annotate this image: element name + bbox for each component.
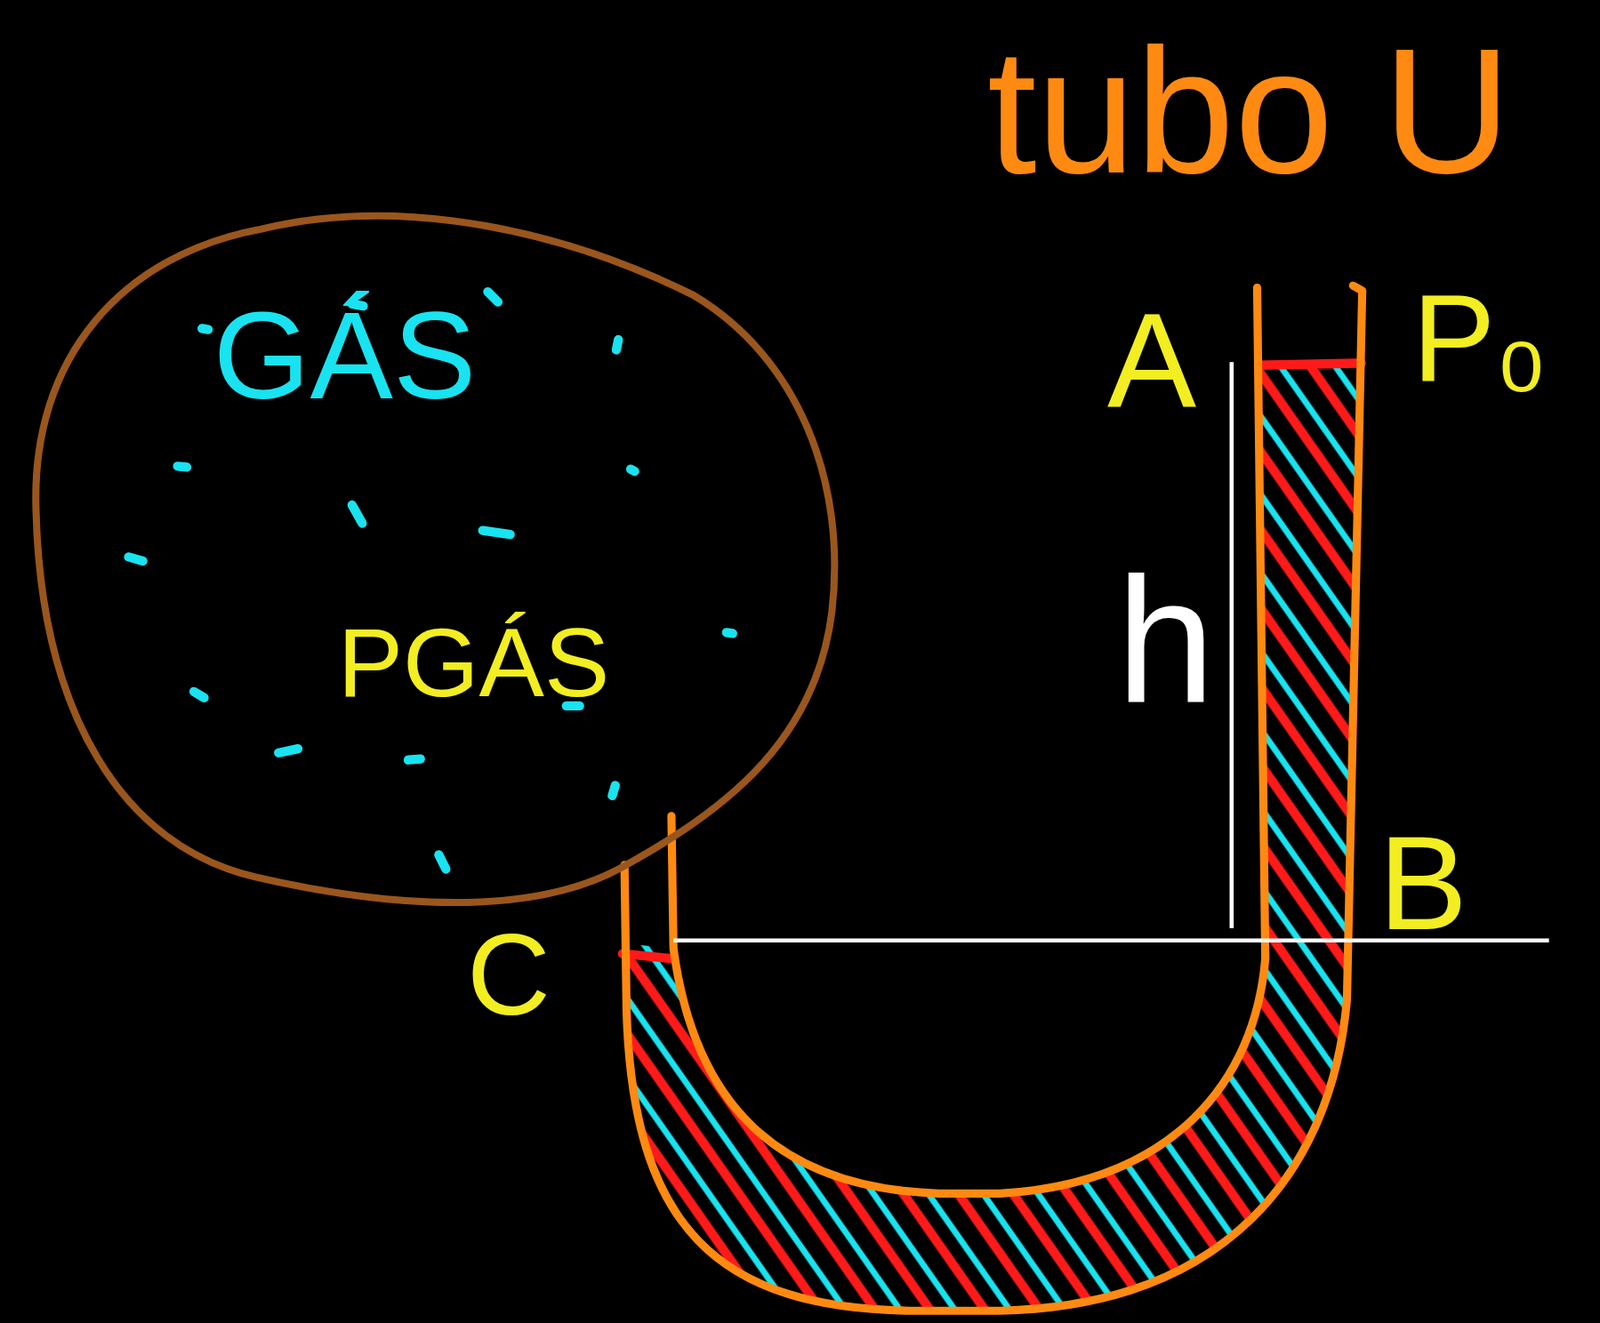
height-label: h xyxy=(1116,551,1215,730)
point-label: C xyxy=(466,916,551,1033)
title-label: tubo U xyxy=(987,22,1512,201)
manometer-liquid xyxy=(626,367,1357,1311)
point-label: B xyxy=(1378,816,1468,950)
tube-outer-wall xyxy=(624,285,1363,1311)
gas-pressure-label: PGÁS xyxy=(337,613,611,712)
pressure-label: P₀ xyxy=(1412,275,1547,401)
point-label: A xyxy=(1107,293,1197,427)
liquid-surface xyxy=(1259,362,1362,365)
bulb-outline-path xyxy=(35,216,835,903)
liquid-surface-left xyxy=(622,954,674,960)
tube-inner-wall xyxy=(671,288,1266,1195)
gas-label: GÁS xyxy=(213,293,477,419)
height-line xyxy=(1230,361,1235,929)
gas-particles xyxy=(128,291,733,869)
gas-bulb: GÁS PGÁS xyxy=(25,195,843,918)
